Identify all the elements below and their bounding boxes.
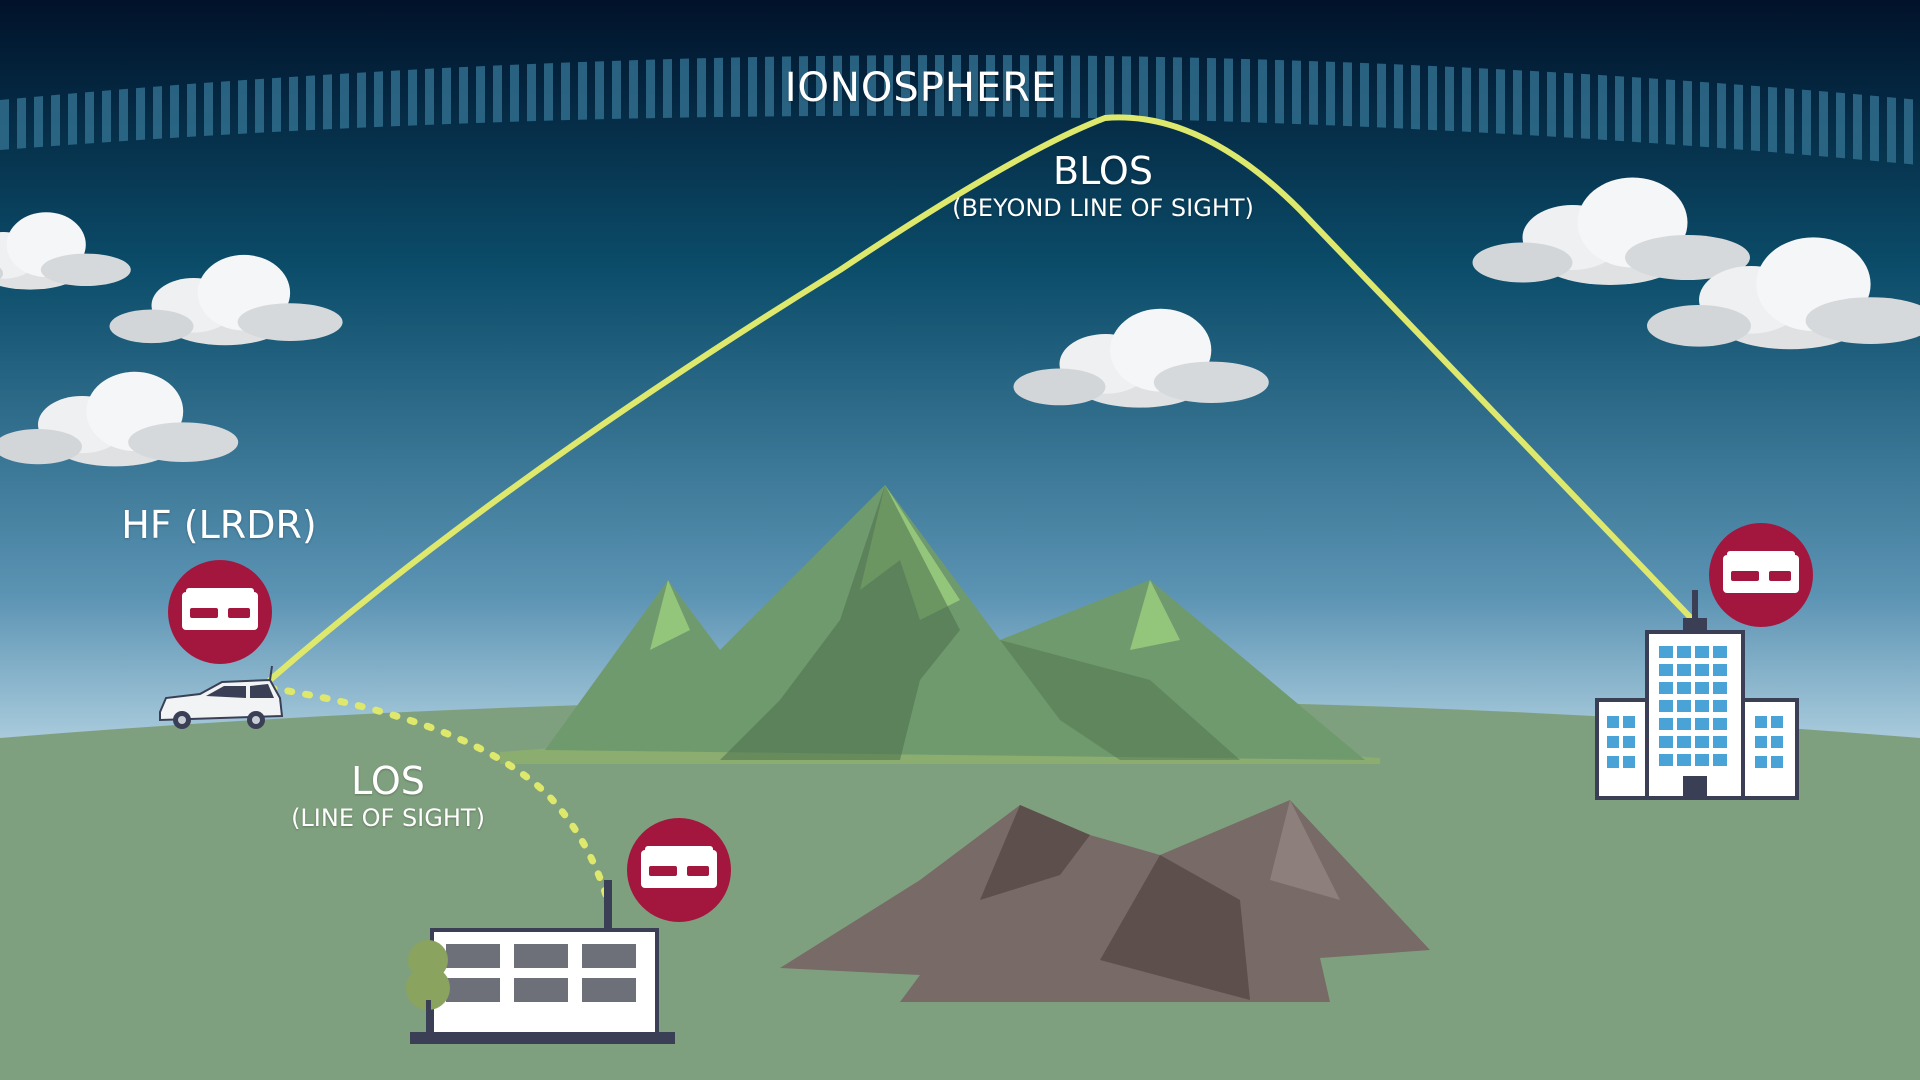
los-title: LOS [351, 759, 425, 803]
blos-label-group: BLOS (BEYOND LINE OF SIGHT) [952, 152, 1254, 220]
office-tower-icon [1595, 590, 1799, 800]
los-groundwave-path [266, 684, 612, 906]
suv-vehicle-icon [159, 665, 284, 729]
low-building-icon [406, 880, 675, 1044]
radio-transceiver-icon [1709, 523, 1813, 627]
hf-lrdr-label: HF (LRDR) [121, 503, 317, 547]
los-subtitle: (LINE OF SIGHT) [291, 804, 485, 832]
blos-title: BLOS [1053, 149, 1153, 193]
rock-formation-icon [780, 800, 1430, 1002]
ionosphere-label: IONOSPHERE [784, 65, 1058, 111]
blos-skywave-path [267, 114, 1693, 683]
radio-transceiver-icon [627, 818, 731, 922]
blos-subtitle: (BEYOND LINE OF SIGHT) [952, 194, 1254, 222]
ionosphere-band [0, 55, 1920, 165]
radio-transceiver-icon [168, 560, 272, 664]
los-label-group: LOS (LINE OF SIGHT) [291, 762, 485, 830]
green-mountain-icon [545, 485, 1365, 760]
